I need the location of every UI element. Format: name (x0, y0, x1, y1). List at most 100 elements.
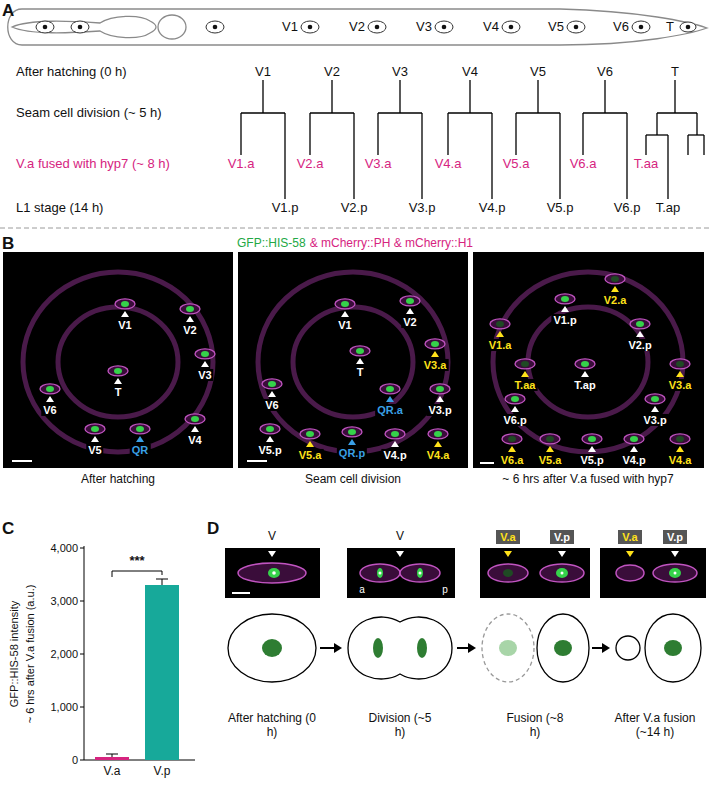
pointer-arrowhead (581, 371, 589, 377)
cell-name: V5 (548, 20, 564, 35)
micrograph (480, 462, 494, 464)
cell-schematic (348, 617, 452, 679)
nucleolus-dot (509, 25, 514, 30)
pointer-arrowhead (46, 396, 54, 402)
bar-chart (84, 546, 85, 760)
pointer-arrowhead (406, 308, 414, 314)
nucleolus-dot (308, 25, 313, 30)
micrograph-strip (268, 568, 681, 578)
seam-cell (335, 299, 355, 309)
cell-name: V6 (613, 20, 629, 35)
nucleolus-dot (442, 25, 447, 30)
bar-chart (112, 571, 162, 577)
lineage-line (559, 113, 560, 199)
image-label: V2.p (626, 339, 653, 351)
cell-name: V5.p (547, 201, 574, 216)
cell-tag-text: V.p (554, 531, 570, 544)
image-label: V2 (181, 324, 198, 336)
cell-name: V1.a (228, 157, 255, 172)
micrograph-strip (225, 548, 320, 598)
micrograph-strip (419, 572, 422, 575)
cell-tag-text: V.a (500, 531, 516, 544)
image-label: T.aa (513, 379, 538, 391)
seam-cell (540, 434, 560, 444)
lineage-line (377, 113, 378, 155)
panel-letter: B (2, 234, 14, 254)
time-label: L1 stage (14 h) (16, 201, 103, 216)
pointer-arrowhead (630, 446, 638, 452)
image-label: V2 (401, 316, 418, 328)
stage-arrow (320, 647, 336, 649)
nucleus (581, 361, 589, 367)
stage-caption: After hatching (0 h) (222, 712, 322, 740)
nucleus (91, 426, 99, 432)
micrograph-strip (396, 551, 404, 557)
cell-name: V3.a (365, 157, 392, 172)
cell-tag-text: V.p (667, 531, 683, 544)
image-label: T (113, 386, 124, 398)
cell-name: V5.a (503, 157, 530, 172)
image-label: V6 (41, 404, 58, 416)
cell-tag: V.p (550, 530, 574, 545)
seam-cell (108, 366, 128, 376)
bar-chart (80, 548, 84, 549)
pointer-arrowhead (676, 446, 684, 452)
image-label: V5.p (256, 444, 283, 456)
image-label: V3.p (641, 414, 668, 426)
seam-cell (342, 427, 362, 437)
image-label: V6.a (499, 454, 526, 466)
category-label: V.p (154, 765, 171, 779)
cell-name: V (396, 530, 404, 544)
lineage-line (646, 134, 668, 135)
divider-line (0, 228, 709, 229)
bar-chart (156, 579, 168, 580)
cell-name: V1 (255, 65, 271, 80)
pointer-arrowhead (356, 358, 364, 364)
micrograph-strip (238, 563, 697, 583)
image-label: V4 (186, 434, 203, 446)
divider-line (0, 228, 709, 229)
worm-outline (158, 15, 186, 39)
lineage-line (491, 113, 492, 199)
cell-schematic (499, 640, 517, 656)
bar-chart (80, 707, 84, 708)
image-label: V5.a (537, 454, 564, 466)
pointer-arrowhead (348, 439, 356, 445)
seam-cell (582, 434, 602, 444)
cell-tag: V.p (663, 530, 687, 545)
seam-cell (490, 319, 510, 329)
image-label: V1 (336, 319, 353, 331)
bar-chart (145, 585, 179, 760)
micrograph-strip (540, 564, 584, 582)
micrograph (12, 460, 32, 462)
nucleus-symbol (36, 21, 54, 33)
pointer-arrowhead (651, 406, 659, 412)
nucleus (406, 298, 414, 304)
micrograph-strip (400, 564, 440, 582)
cell-name: T (666, 20, 674, 35)
micrograph-strip (616, 565, 644, 581)
pointer-arrowhead (676, 371, 684, 377)
tick-label: 2,000 (50, 648, 78, 661)
stage-caption: Fusion (~8 h) (504, 712, 566, 740)
micrograph-strip (561, 572, 564, 575)
seam-cell (670, 434, 690, 444)
nucleolus-dot (78, 25, 83, 30)
nucleus (356, 348, 364, 354)
lineage-line (310, 112, 354, 113)
micrograph (23, 272, 213, 452)
seam-cell (40, 384, 60, 394)
pointer-arrowhead (136, 436, 144, 442)
cell-name: T.aa (634, 157, 659, 172)
bar-chart (80, 601, 84, 602)
nucleus (434, 431, 442, 437)
image-label: V1.p (551, 314, 578, 326)
nucleus-symbol (206, 21, 224, 33)
micrograph-cell (40, 274, 690, 452)
pointer-arrowhead (546, 446, 554, 452)
micrograph (293, 307, 413, 417)
nucleus (431, 341, 439, 347)
lineage-line (696, 113, 697, 135)
